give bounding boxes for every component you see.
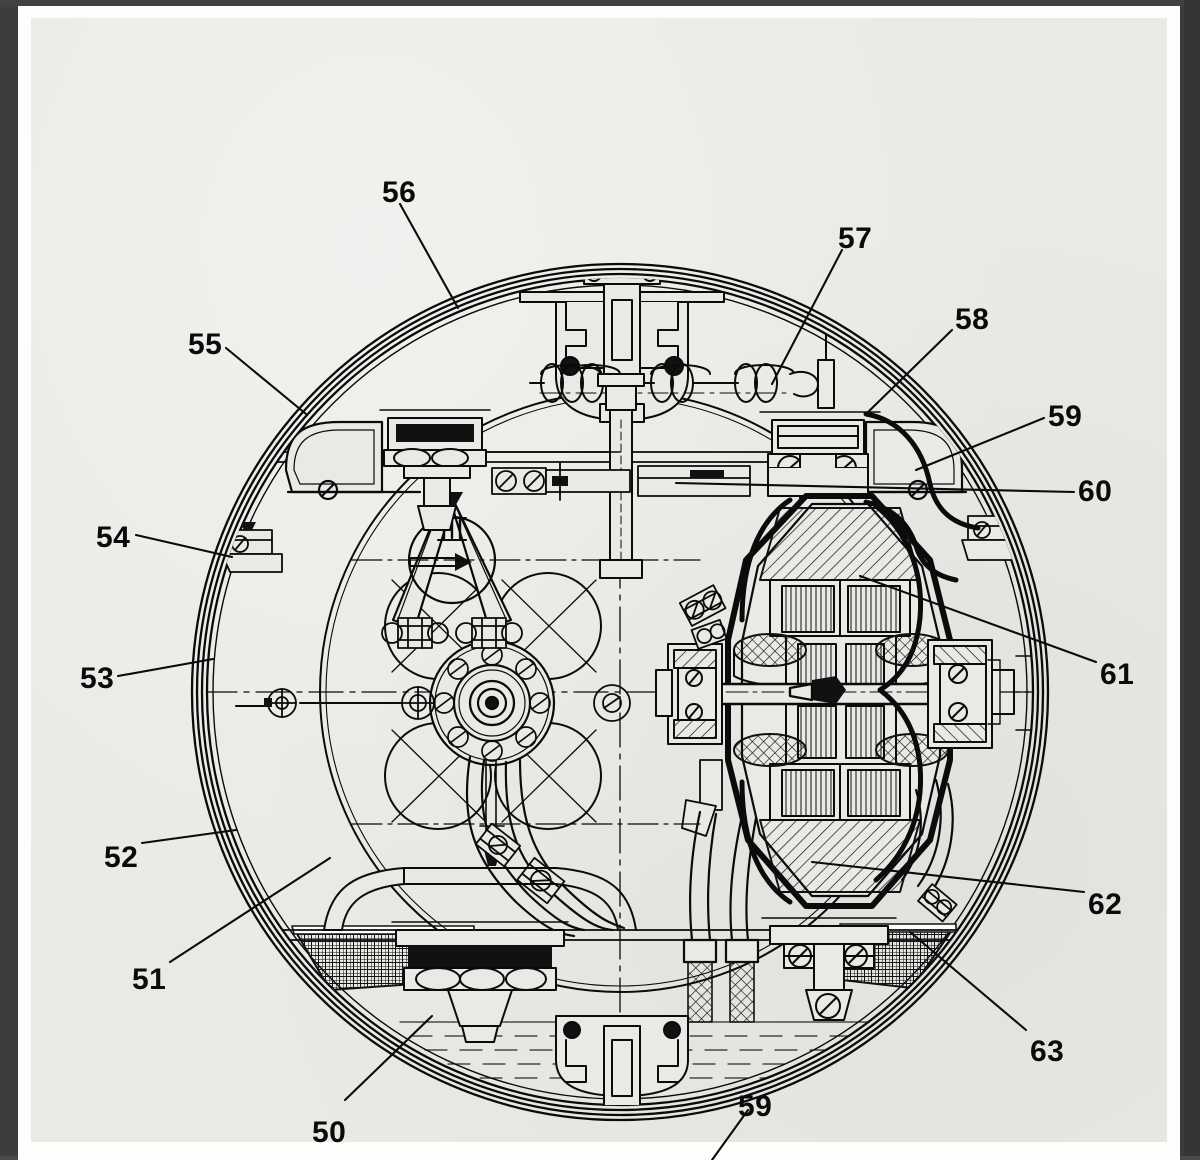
callout-leader-58 [864, 328, 954, 416]
upper-right-bearing-block [759, 411, 881, 499]
tent-bracket-feet [381, 617, 523, 649]
callout-leader-62 [810, 860, 1086, 894]
spring-assembly [529, 329, 835, 411]
callout-leader-59 [914, 416, 1046, 472]
rotor-left-fittings [678, 584, 728, 837]
rotor-upper-cylinder [769, 579, 911, 637]
disc-detail-arcs [351, 559, 701, 825]
callout-leaders [116, 202, 1098, 1160]
callout-number-c60: 60 [1078, 475, 1113, 508]
rotor-housing-outline [725, 493, 953, 909]
right-outer-brackets [863, 411, 981, 583]
callout-number-c62: 62 [1088, 888, 1123, 921]
direction-arrow [409, 553, 472, 571]
callout-number-c61: 61 [1100, 658, 1135, 691]
lower-left-bulkhead-fitting [391, 921, 569, 1043]
right-bearing-assembly [927, 639, 1034, 749]
left-bearing-assembly [655, 643, 723, 745]
left-border-strip [0, 0, 19, 1160]
callout-number-c56: 56 [382, 176, 417, 209]
lower-right-bulkhead-fitting [761, 917, 897, 1021]
callout-number-c63: 63 [1030, 1035, 1065, 1068]
mid-deck-linkage [491, 461, 751, 501]
left-edge-latch [221, 522, 283, 573]
rotor-lower-cylinder [769, 763, 911, 821]
callout-number-c51: 51 [132, 963, 167, 996]
callout-leader-51 [168, 856, 332, 964]
callout-leader-52 [140, 828, 238, 845]
callout-number-c53: 53 [80, 662, 115, 695]
callout-leader-54 [134, 533, 234, 559]
callout-leader-60 [674, 481, 1076, 494]
rotor-internal-ducts [739, 497, 924, 905]
upper-left-bearing-pedestal [379, 409, 621, 531]
callout-number-c52: 52 [104, 841, 139, 874]
hub-side-bosses [235, 684, 631, 722]
callout-leader-55 [224, 346, 308, 416]
callout-number-c54: 54 [96, 521, 131, 554]
callout-number-c59: 59 [1048, 400, 1083, 433]
callout-leader-50 [343, 1014, 434, 1102]
photographic-print-area [31, 18, 1167, 1142]
central-vertical-shaft [599, 409, 643, 579]
callout-number-c50: 50 [312, 1116, 347, 1149]
bottom-center-mount [509, 1015, 737, 1106]
callout-number-c58: 58 [955, 303, 990, 336]
hub-flange [428, 639, 556, 767]
left-deck-skirt [323, 867, 637, 931]
upper-left-panel [284, 420, 422, 501]
callout-number-c59b: 59 [738, 1090, 773, 1123]
callout-leader-59 [710, 1108, 750, 1160]
right-border-strip [1184, 0, 1200, 1160]
callout-leader-63 [908, 930, 1028, 1032]
callout-leader-57 [770, 248, 844, 386]
callout-number-c57: 57 [838, 222, 873, 255]
lower-right-latch [917, 883, 958, 923]
callout-leader-56 [398, 202, 460, 310]
callout-leader-61 [858, 574, 1098, 664]
callout-leader-53 [116, 657, 215, 678]
lower-pipe-runs [682, 810, 760, 1023]
callout-number-c55: 55 [188, 328, 223, 361]
hub-flange-bolts [433, 644, 551, 762]
top-border-strip [0, 0, 1200, 7]
